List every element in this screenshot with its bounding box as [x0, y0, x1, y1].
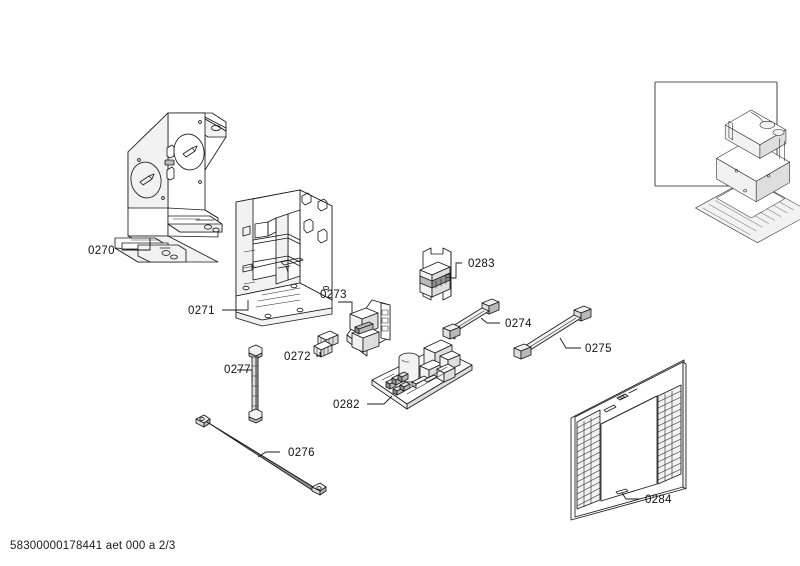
- callout-0283: 0283: [450, 258, 495, 279]
- callout-label-0274: 0274: [505, 318, 532, 330]
- part-0282-main-power-board: [371, 339, 473, 410]
- part-0274-ribbon-cable-short: [442, 298, 500, 340]
- callout-label-0272: 0272: [284, 351, 311, 363]
- callout-0274: 0274: [480, 317, 532, 330]
- callout-label-0284: 0284: [645, 494, 672, 506]
- callout-0273: 0273: [320, 289, 353, 313]
- part-0276-ground-bonding-wire: [195, 414, 327, 496]
- part-0270-mounting-bracket: [114, 112, 227, 263]
- assembly-overview-inset: [654, 81, 800, 243]
- callout-label-0271: 0271: [188, 305, 215, 317]
- callout-0277: 0277: [224, 364, 253, 382]
- callout-0276: 0276: [257, 447, 315, 459]
- callout-0270: 0270: [88, 238, 151, 257]
- callout-label-0273: 0273: [320, 289, 347, 301]
- callout-label-0283: 0283: [468, 258, 495, 270]
- callout-label-0270: 0270: [88, 245, 115, 257]
- callout-label-0277: 0277: [224, 364, 251, 376]
- callout-0275: 0275: [559, 337, 612, 355]
- grille-louvers-left: [576, 409, 601, 510]
- part-0271-chassis-housing: [235, 189, 333, 327]
- part-0272-connector-block: [313, 330, 339, 358]
- part-0273-relay-board: [346, 299, 391, 357]
- document-footer-code: 58300000178441 aet 000 a 2/3: [10, 540, 176, 552]
- part-0275-ribbon-cable-long: [513, 305, 592, 360]
- part-0283-transformer-assembly: [419, 247, 452, 301]
- callout-0271: 0271: [188, 300, 249, 317]
- grille-louvers-right: [657, 384, 682, 485]
- callout-0282: 0282: [333, 395, 393, 411]
- part-0277-threaded-standoff-rod: [248, 344, 263, 424]
- callout-0284: 0284: [621, 492, 672, 506]
- part-0284-ventilation-grille-panel: [570, 359, 687, 521]
- callout-label-0282: 0282: [333, 399, 360, 411]
- callout-label-0275: 0275: [585, 343, 612, 355]
- callout-label-0276: 0276: [288, 447, 315, 459]
- callout-0272: 0272: [284, 351, 321, 363]
- inset-assembly-drawing: [695, 109, 800, 243]
